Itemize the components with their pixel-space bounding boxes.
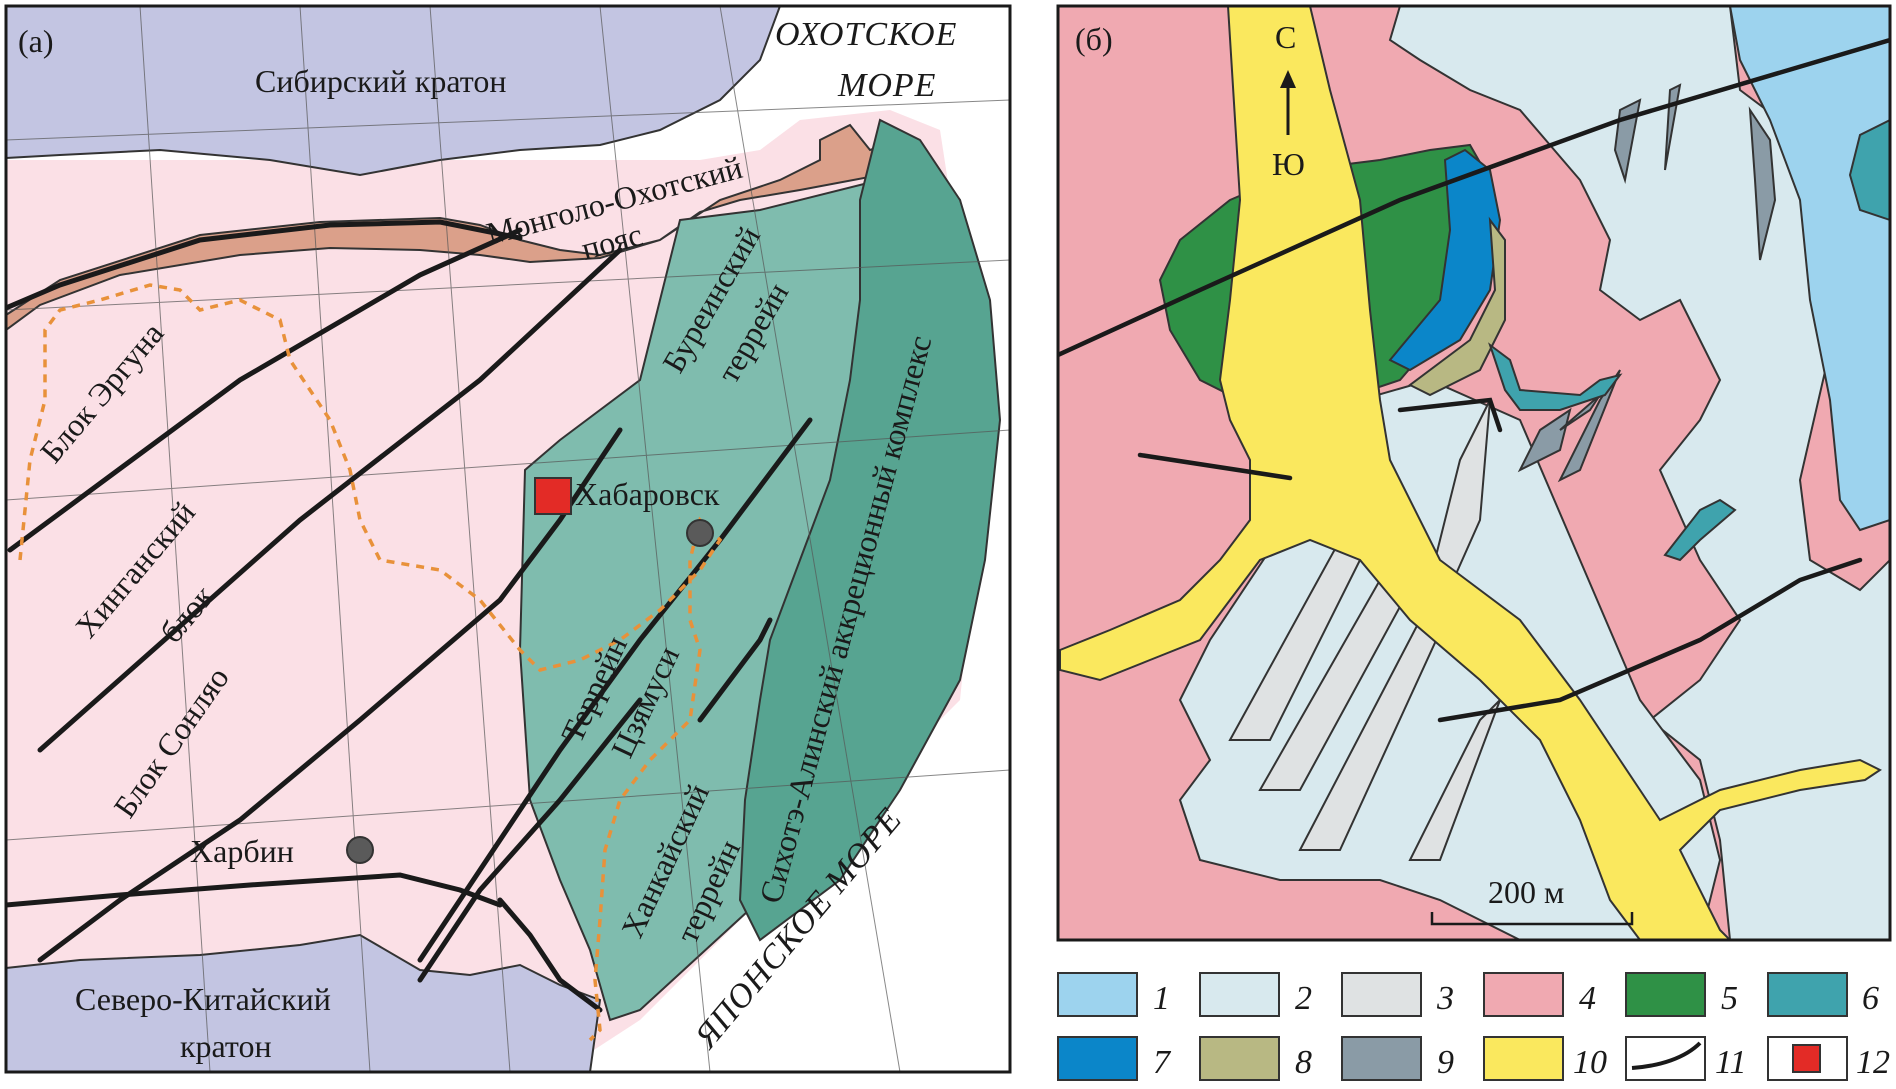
legend-item-2: 2 xyxy=(1199,972,1312,1017)
legend-item-5: 5 xyxy=(1625,972,1738,1017)
panel-b-frame xyxy=(1056,4,1892,942)
svg-text:10: 10 xyxy=(1573,1044,1607,1081)
label-siberian-craton: Сибирский кратон xyxy=(255,63,506,99)
legend-item-1: 1 xyxy=(1057,972,1170,1017)
svg-text:5: 5 xyxy=(1721,980,1738,1017)
unit-9-lenses xyxy=(1517,83,1777,483)
svg-text:1: 1 xyxy=(1153,980,1170,1017)
city-dot-east xyxy=(686,519,714,547)
unit-7-area xyxy=(1388,148,1502,372)
fault-lines xyxy=(6,219,813,1013)
khabarovsk-marker xyxy=(534,477,572,515)
label-khabarovsk: Хабаровск xyxy=(575,476,720,512)
svg-text:3: 3 xyxy=(1436,980,1454,1017)
label-north-china-1: Северо-Китайский xyxy=(75,981,331,1017)
svg-text:4: 4 xyxy=(1579,980,1596,1017)
label-okhotsk-sea-1: ОХОТСКОЕ xyxy=(775,16,957,53)
unit-6-patch xyxy=(1848,118,1890,222)
north-label: С xyxy=(1275,19,1296,55)
scale-label: 200 м xyxy=(1488,874,1564,910)
unit-10-area xyxy=(1059,6,1882,940)
panel-b-faults xyxy=(1058,37,1890,723)
legend-item-11: 11 xyxy=(1625,1036,1746,1081)
unit-3-streaks xyxy=(1228,399,1501,861)
legend-item-9: 9 xyxy=(1341,1036,1454,1081)
legend-item-8: 8 xyxy=(1199,1036,1312,1081)
svg-text:12: 12 xyxy=(1856,1044,1890,1081)
north-china-craton-area xyxy=(6,933,602,1072)
harbin-dot xyxy=(346,836,374,864)
svg-text:8: 8 xyxy=(1295,1044,1312,1081)
panel-b-letter: (б) xyxy=(1075,21,1113,57)
south-label: Ю xyxy=(1272,146,1305,182)
unit-1-area xyxy=(1728,6,1890,532)
svg-text:6: 6 xyxy=(1862,980,1879,1017)
unit-8-area xyxy=(1408,216,1506,397)
unit-6-dikes xyxy=(1488,342,1737,562)
panel-b-map: С Ю (б) 200 м xyxy=(1056,4,1892,942)
scale-bar xyxy=(1430,912,1634,926)
label-okhotsk-sea-2: МОРЕ xyxy=(837,67,936,104)
panel-a-letter: (а) xyxy=(18,23,54,59)
legend-item-10: 10 xyxy=(1483,1036,1607,1081)
legend-item-7: 7 xyxy=(1057,1036,1172,1081)
panel-a-frame xyxy=(4,4,1012,1074)
label-harbin: Харбин xyxy=(190,833,294,869)
legend-item-3: 3 xyxy=(1341,972,1454,1017)
svg-text:9: 9 xyxy=(1437,1044,1454,1081)
label-north-china-2: кратон xyxy=(180,1028,272,1064)
legend-item-6: 6 xyxy=(1767,972,1879,1017)
svg-text:7: 7 xyxy=(1153,1044,1172,1081)
north-arrow-head xyxy=(1280,70,1296,88)
china-border-dashed xyxy=(18,283,723,1042)
panel-a-map: (а) Сибирский кратон ОХОТСКОЕ МОРЕ Монго… xyxy=(4,4,1012,1074)
graticule xyxy=(6,6,1010,1072)
sikhote-alin-area xyxy=(738,118,1002,942)
legend-item-12: 12 xyxy=(1767,1036,1890,1081)
svg-text:11: 11 xyxy=(1715,1044,1746,1081)
legend: 1 2 3 4 5 6 7 8 xyxy=(1057,972,1890,1081)
svg-text:2: 2 xyxy=(1295,980,1312,1017)
legend-item-4: 4 xyxy=(1483,972,1596,1017)
